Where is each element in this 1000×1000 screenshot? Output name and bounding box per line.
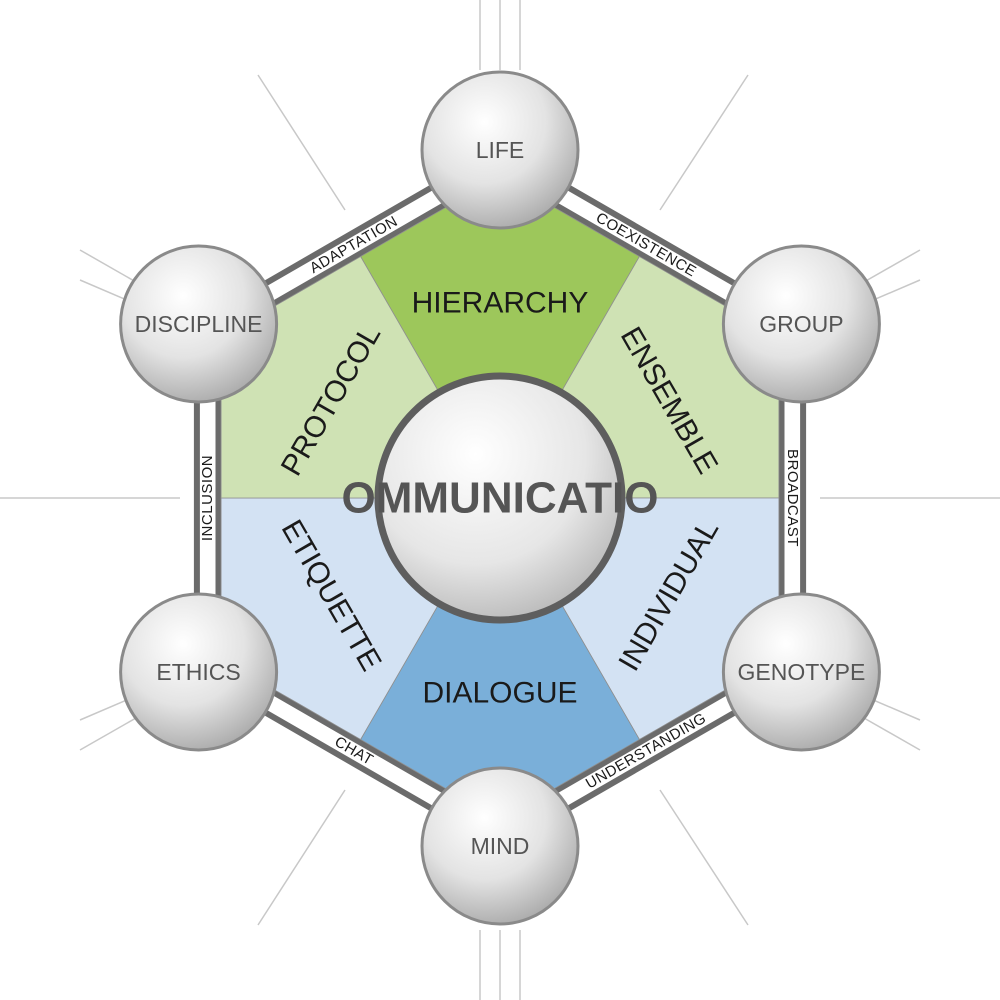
node-label-ethics: ETHICS [156,659,240,685]
node-sphere [119,592,279,752]
node-sphere [721,244,881,404]
ray-line [257,74,346,211]
center-node: OMMUNICATIO [342,372,659,624]
node-sphere [420,766,580,926]
node-sphere [721,592,881,752]
node-label-genotype: GENOTYPE [737,659,865,685]
node-group: GROUP [721,244,881,404]
ray-line [257,789,346,926]
node-sphere [420,70,580,230]
node-ethics: ETHICS [119,592,279,752]
node-discipline: DISCIPLINE [119,244,279,404]
edge-label-broadcast: BROADCAST [784,449,801,547]
node-group: LIFE GROUP GENOTYPE MIND ETHICS DISCIPLINE [119,70,881,926]
node-life: LIFE [420,70,580,230]
edge-label-inclusion: INCLUSION [199,455,216,541]
center-label: OMMUNICATIO [342,474,659,523]
ray-line [659,74,749,211]
node-mind: MIND [420,766,580,926]
segment-label-hierarchy: HIERARCHY [412,287,589,320]
center-circle [374,372,626,624]
ray-line [659,789,749,926]
node-label-discipline: DISCIPLINE [135,311,263,337]
node-label-life: LIFE [476,137,525,163]
node-genotype: GENOTYPE [721,592,881,752]
segment-label-dialogue: DIALOGUE [422,677,577,710]
node-label-group: GROUP [759,311,843,337]
node-label-mind: MIND [471,833,530,859]
node-sphere [119,244,279,404]
